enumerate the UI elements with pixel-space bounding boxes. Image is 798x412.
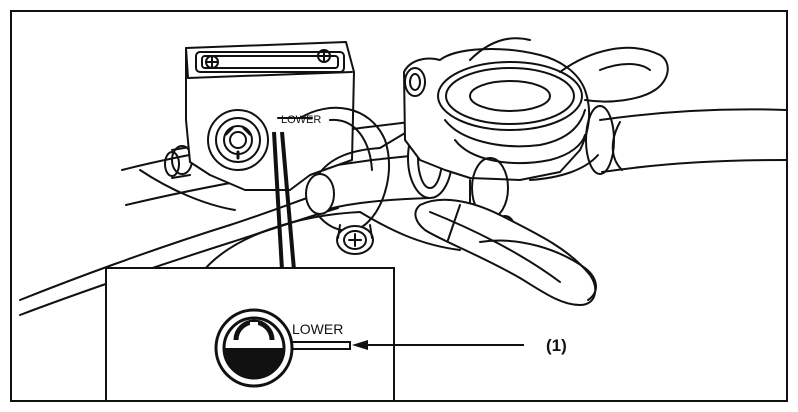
fluid-level-fill [224,348,284,378]
lower-level-mark [292,341,351,350]
inset-detail [105,267,395,402]
outer-frame [10,10,788,402]
callout-number: (1) [546,336,567,355]
switch-housing [403,37,669,246]
clamp-screw [336,224,374,255]
sight-glass [207,109,269,171]
tank-arc-2 [359,211,461,251]
brake-reservoir [185,41,390,232]
tank-arc [199,211,361,276]
callout-arrow [352,340,524,350]
callout-pointer [272,131,296,271]
lever-assembly [414,198,597,306]
lower-mark-label: LOWER [281,114,321,126]
inset-lower-label: LOWER [292,321,343,337]
